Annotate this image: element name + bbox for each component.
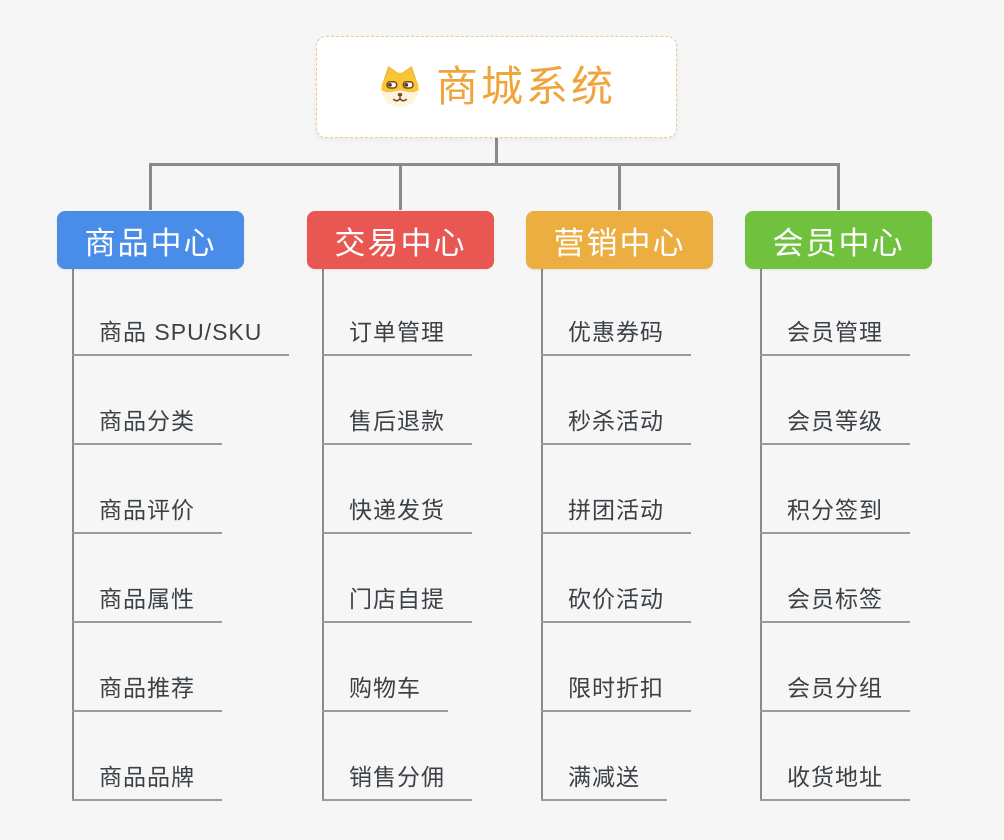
leaf-node[interactable]: 商品 SPU/SKU	[72, 267, 290, 356]
branch-node-marketing-center[interactable]: 营销中心	[526, 211, 713, 269]
branch-node-member-center[interactable]: 会员中心	[745, 211, 932, 269]
column-line-marketing-center	[541, 268, 543, 801]
shiba-dog-icon	[381, 66, 419, 108]
leaf-node[interactable]: 商品属性	[72, 534, 222, 623]
leaf-node[interactable]: 会员标签	[760, 534, 910, 623]
leaf-column-marketing-center: 优惠券码 秒杀活动 拼团活动 砍价活动 限时折扣 满减送	[541, 267, 691, 801]
leaf-node[interactable]: 砍价活动	[541, 534, 691, 623]
leaf-node[interactable]: 门店自提	[322, 534, 472, 623]
leaf-node[interactable]: 拼团活动	[541, 445, 691, 534]
root-node[interactable]: 商城系统	[316, 36, 677, 138]
column-line-member-center	[760, 268, 762, 801]
leaf-node[interactable]: 会员等级	[760, 356, 910, 445]
branch-drop-connector	[399, 163, 402, 210]
leaf-node[interactable]: 商品分类	[72, 356, 222, 445]
leaf-node[interactable]: 商品推荐	[72, 623, 222, 712]
leaf-node[interactable]: 收货地址	[760, 712, 910, 801]
branch-label: 会员中心	[772, 225, 905, 261]
leaf-node[interactable]: 快递发货	[322, 445, 472, 534]
leaf-node[interactable]: 商品品牌	[72, 712, 222, 801]
leaf-node[interactable]: 积分签到	[760, 445, 910, 534]
leaf-node[interactable]: 会员分组	[760, 623, 910, 712]
branch-node-trade-center[interactable]: 交易中心	[307, 211, 494, 269]
leaf-node[interactable]: 秒杀活动	[541, 356, 691, 445]
leaf-node[interactable]: 订单管理	[322, 267, 472, 356]
leaf-node[interactable]: 限时折扣	[541, 623, 691, 712]
branch-rail-connector	[149, 163, 840, 166]
leaf-node[interactable]: 售后退款	[322, 356, 472, 445]
branch-label: 营销中心	[553, 225, 686, 261]
root-stem-connector	[495, 138, 498, 166]
leaf-node[interactable]: 购物车	[322, 623, 448, 712]
leaf-node[interactable]: 满减送	[541, 712, 667, 801]
leaf-column-trade-center: 订单管理 售后退款 快递发货 门店自提 购物车 销售分佣	[322, 267, 472, 801]
column-line-trade-center	[322, 268, 324, 801]
branch-node-product-center[interactable]: 商品中心	[57, 211, 244, 269]
branch-label: 商品中心	[84, 225, 217, 261]
leaf-node[interactable]: 商品评价	[72, 445, 222, 534]
branch-drop-connector	[837, 163, 840, 210]
branch-label: 交易中心	[334, 225, 467, 261]
leaf-column-product-center: 商品 SPU/SKU 商品分类 商品评价 商品属性 商品推荐 商品品牌	[72, 267, 290, 801]
leaf-node[interactable]: 销售分佣	[322, 712, 472, 801]
column-line-product-center	[72, 268, 74, 801]
branch-drop-connector	[618, 163, 621, 210]
leaf-node[interactable]: 会员管理	[760, 267, 910, 356]
leaf-column-member-center: 会员管理 会员等级 积分签到 会员标签 会员分组 收货地址	[760, 267, 910, 801]
root-title: 商城系统	[435, 63, 616, 110]
leaf-node[interactable]: 优惠券码	[541, 267, 691, 356]
branch-drop-connector	[149, 163, 152, 210]
